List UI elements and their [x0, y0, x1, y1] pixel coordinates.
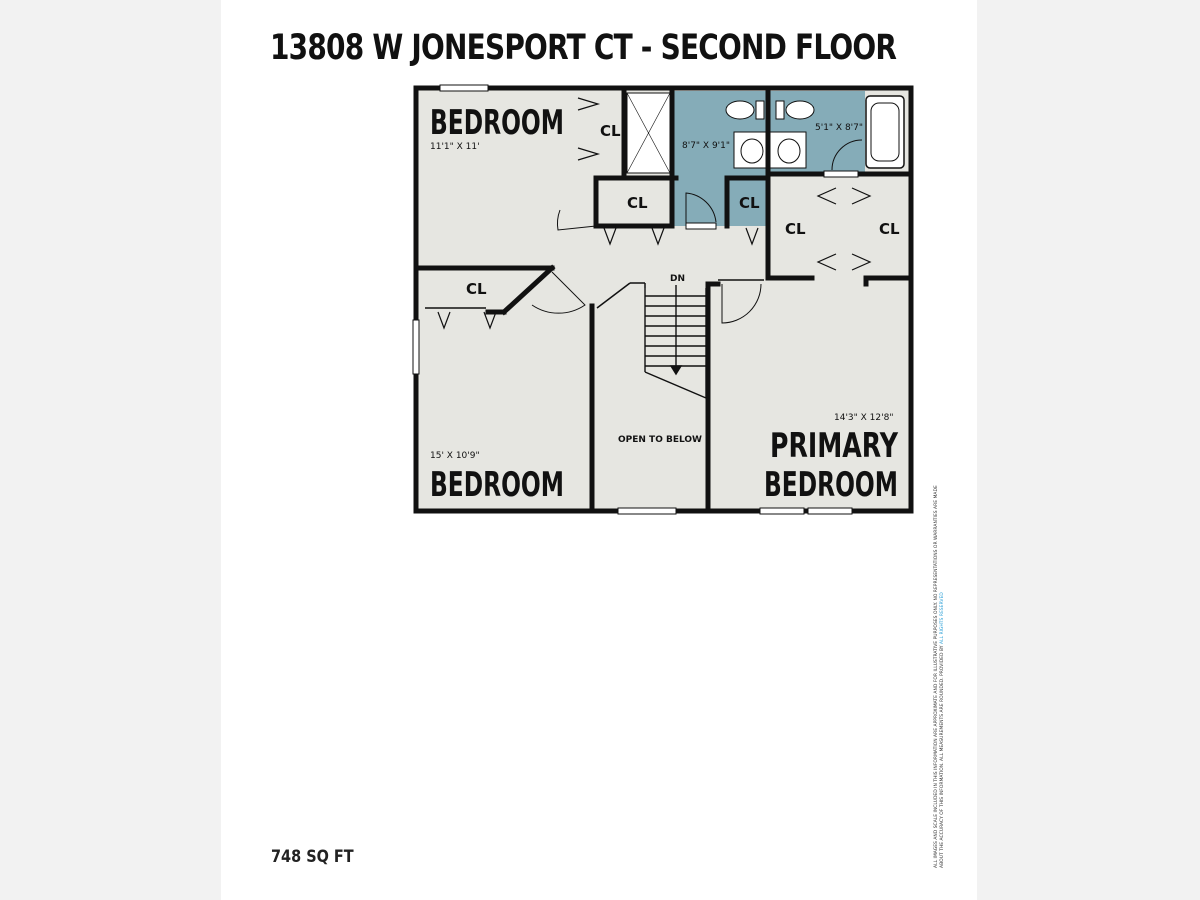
bedroom-top-label: BEDROOM — [430, 103, 564, 143]
closet-label: CL — [600, 122, 621, 140]
disclaimer-text: ALL IMAGES AND SCALE INCLUDED IN THIS IN… — [934, 408, 945, 868]
toilet-tank — [755, 100, 765, 120]
open-to-below-label: OPEN TO BELOW — [618, 435, 702, 445]
thin-walls — [425, 279, 764, 309]
toilet — [785, 100, 815, 120]
primary-bedroom-dims: 14'3" X 12'8" — [834, 413, 893, 423]
shower-diagonal — [626, 92, 671, 174]
bathtub-basin — [870, 102, 900, 162]
disclaimer-line-2-text: ABOUT THE ACCURACY OF THIS INFORMATION. … — [939, 645, 945, 868]
closet-label: CL — [739, 194, 760, 212]
main-bath-dims: 8'7" X 9'1" — [682, 141, 730, 151]
windows — [412, 84, 859, 515]
disclaimer-line-2: ABOUT THE ACCURACY OF THIS INFORMATION. … — [940, 408, 946, 868]
sink — [777, 138, 801, 164]
disclaimer-link[interactable]: ALL RIGHTS RESERVED — [939, 592, 945, 645]
square-footage: 748 SQ FT — [271, 847, 354, 867]
stairs-label: DN — [670, 274, 685, 284]
primary-bedroom-label-1: PRIMARY — [770, 426, 898, 466]
primary-bedroom-label-2: BEDROOM — [764, 465, 898, 505]
bedroom-top-dims: 11'1" X 11' — [430, 142, 480, 152]
sink — [740, 138, 764, 164]
closet-label: CL — [627, 194, 648, 212]
closet-label: CL — [466, 280, 487, 298]
bedroom-bottom-label: BEDROOM — [430, 465, 564, 505]
toilet-tank — [775, 100, 785, 120]
closet-label: CL — [785, 220, 806, 238]
page-title: 13808 W JONESPORT CT - SECOND FLOOR — [270, 28, 897, 68]
closet-door-marks — [437, 97, 872, 330]
bedroom-bottom-dims: 15' X 10'9" — [430, 451, 480, 461]
doors — [531, 139, 863, 324]
toilet — [725, 100, 755, 120]
small-bath-dims: 5'1" X 8'7" — [815, 123, 863, 133]
closet-label: CL — [879, 220, 900, 238]
